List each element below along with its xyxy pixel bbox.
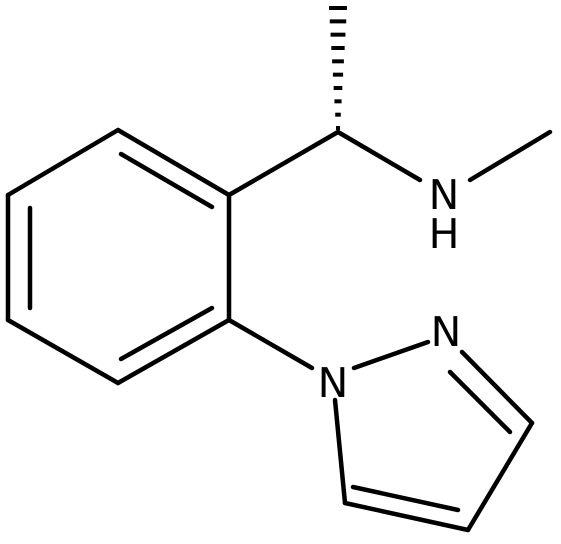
pyrazole-ring xyxy=(226,317,535,533)
bond-c5-c6 xyxy=(115,317,232,386)
bond-c4-c5-inner xyxy=(350,484,461,513)
atom-label-pyrazole-n1: N xyxy=(318,359,349,407)
bond-n2-c3-inner xyxy=(447,369,513,435)
side-chain xyxy=(226,6,553,198)
bond-ring-chiral xyxy=(226,129,341,198)
bond-c4-c5 xyxy=(5,317,121,386)
atom-label-amine-n: N xyxy=(429,171,460,219)
bond-c3-c4 xyxy=(465,420,535,533)
benzene-ring xyxy=(5,127,232,386)
atom-label-pyrazole-n2: N xyxy=(431,308,462,356)
bond-n-methyl xyxy=(467,129,553,183)
bond-c5-c6-inner xyxy=(118,305,215,362)
bond-aryl-n1 xyxy=(226,317,315,371)
bond-c1-c2-inner xyxy=(118,151,215,210)
bond-c5-n1 xyxy=(332,397,348,506)
hashed-wedge-bond xyxy=(329,6,347,130)
bond-chiral-n xyxy=(335,129,423,183)
bond-c4-c5 xyxy=(342,500,471,533)
bond-n2-c3 xyxy=(459,349,535,426)
atom-label-amine-h: H xyxy=(429,210,460,258)
bond-c1-c2 xyxy=(115,127,232,198)
bond-c2-c3 xyxy=(5,127,121,198)
bond-n1-n2 xyxy=(351,339,431,371)
